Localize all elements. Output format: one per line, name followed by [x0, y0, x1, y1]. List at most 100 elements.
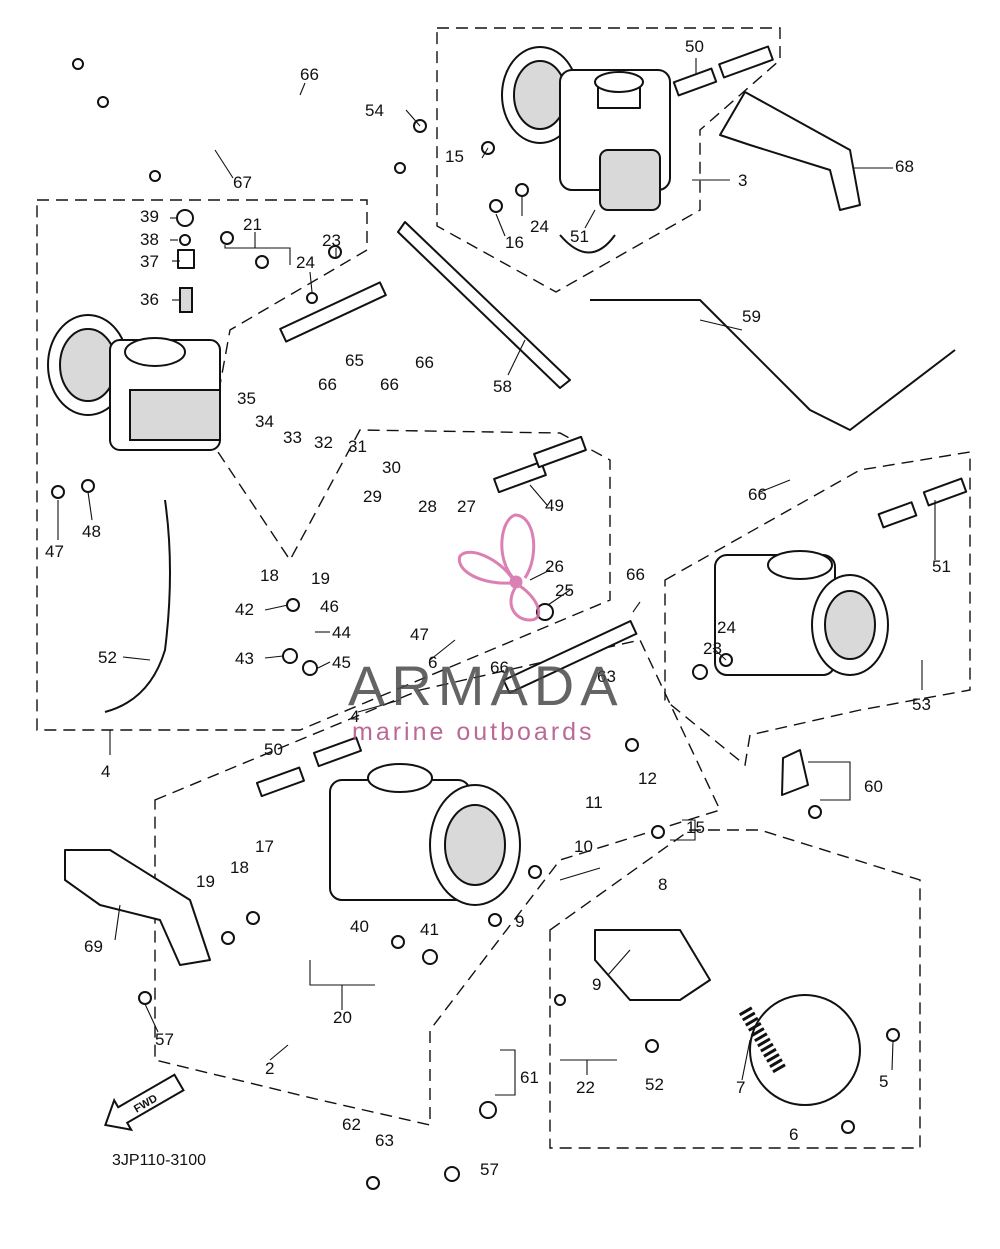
callout-37: 37	[140, 252, 159, 271]
callout-57a: 57	[155, 1030, 174, 1049]
callout-19b: 19	[196, 872, 215, 891]
watermark-tagline: marine outboards	[352, 718, 595, 746]
callout-22: 22	[576, 1078, 595, 1097]
callout-53: 52	[98, 648, 117, 667]
callout-30: 30	[382, 458, 401, 477]
callout-labels: 66 67 54 15 16 24 51 3 68 50 39 38 37 36…	[45, 37, 951, 1179]
callout-70b: 69	[84, 937, 103, 956]
callout-47: 47	[410, 625, 429, 644]
callout-20: 20	[333, 1008, 352, 1027]
callout-63: 59	[742, 307, 761, 326]
carburetor-bottom	[329, 763, 861, 1106]
callout-61: 63	[375, 1131, 394, 1150]
callout-50a: 49	[545, 496, 564, 515]
callout-59: 61	[520, 1068, 539, 1087]
callout-56: 54	[365, 101, 384, 120]
callout-24c: 24	[717, 618, 736, 637]
callout-66d: 66	[626, 565, 645, 584]
callout-17: 17	[255, 837, 274, 856]
callout-23a: 23	[322, 231, 341, 250]
callout-64: 63	[597, 667, 616, 686]
callout-42: 42	[235, 600, 254, 619]
callout-62: 58	[493, 377, 512, 396]
callout-6b: 6	[789, 1125, 798, 1144]
callout-6a: 6	[428, 653, 437, 672]
callout-31: 31	[348, 437, 367, 456]
callout-58: 60	[864, 777, 883, 796]
callout-18b: 18	[230, 858, 249, 877]
callout-38: 38	[140, 230, 159, 249]
callout-15b: 15	[686, 818, 705, 837]
callout-69: 67	[233, 173, 252, 192]
leader-lines	[57, 58, 936, 1096]
callout-55: 53	[912, 695, 931, 714]
callout-13: 12	[638, 769, 657, 788]
callout-34: 34	[255, 412, 274, 431]
drawing-code: 3JP110-3100	[112, 1152, 206, 1169]
callout-24b: 24	[296, 253, 315, 272]
carburetor-upper-right	[501, 46, 671, 254]
callout-66a: 66	[318, 375, 337, 394]
callout-26: 26	[545, 557, 564, 576]
callout-65: 65	[345, 351, 364, 370]
callout-40: 40	[350, 917, 369, 936]
callout-15a: 15	[445, 147, 464, 166]
callout-66c: 66	[415, 353, 434, 372]
callout-36: 36	[140, 290, 159, 309]
callout-70a: 68	[895, 157, 914, 176]
callout-48: 47	[45, 542, 64, 561]
callout-3: 3	[738, 171, 747, 190]
callout-19a: 19	[311, 569, 330, 588]
carburetor-right-middle	[714, 550, 889, 676]
armada-watermark: ARMADA marine outboards	[348, 513, 624, 746]
callout-66e: 66	[490, 658, 509, 677]
callout-49: 48	[82, 522, 101, 541]
callout-52: 51	[570, 227, 589, 246]
callout-43: 43	[235, 649, 254, 668]
group-boundaries	[36, 27, 971, 1149]
callout-50b: 50	[264, 740, 283, 759]
callout-54: 52	[645, 1075, 664, 1094]
callout-32: 32	[314, 433, 333, 452]
callout-8: 8	[658, 875, 667, 894]
callout-33: 33	[283, 428, 302, 447]
callout-51b: 51	[932, 557, 951, 576]
callout-51a: 50	[685, 37, 704, 56]
callout-68: 66	[300, 65, 319, 84]
callout-10: 9	[515, 912, 524, 931]
callout-24a: 24	[530, 217, 549, 236]
callout-4b: 4	[350, 707, 359, 726]
carburetor-upper-left	[47, 314, 221, 713]
callout-7: 7	[736, 1078, 745, 1097]
callout-12: 11	[585, 793, 603, 812]
fwd-arrow-icon: FWD	[104, 1073, 185, 1132]
callout-23b: 23	[703, 639, 722, 658]
callout-21: 21	[243, 215, 262, 234]
callout-67: 66	[748, 485, 767, 504]
callout-11: 10	[574, 837, 593, 856]
callout-16: 16	[505, 233, 524, 252]
callout-45: 45	[332, 653, 351, 672]
callout-41: 41	[420, 920, 439, 939]
watermark-brand: ARMADA	[348, 654, 624, 717]
callout-35: 35	[237, 389, 256, 408]
callout-60: 62	[342, 1115, 361, 1134]
callout-25: 25	[555, 581, 574, 600]
propeller-logo-icon	[457, 513, 541, 622]
callout-27: 27	[457, 497, 476, 516]
callout-28: 28	[418, 497, 437, 516]
callout-46: 46	[320, 597, 339, 616]
callout-9: 9	[592, 975, 601, 994]
callout-39: 39	[140, 207, 159, 226]
callout-18a: 18	[260, 566, 279, 585]
callout-5: 5	[879, 1072, 888, 1091]
callout-66b: 66	[380, 375, 399, 394]
callout-57b: 57	[480, 1160, 499, 1179]
fuel-hoses-68-69	[72, 57, 407, 182]
pipes-and-rods	[64, 45, 968, 966]
callout-29: 29	[363, 487, 382, 506]
callout-44: 44	[332, 623, 351, 642]
callout-2: 2	[265, 1059, 274, 1078]
callout-4a: 4	[101, 762, 110, 781]
